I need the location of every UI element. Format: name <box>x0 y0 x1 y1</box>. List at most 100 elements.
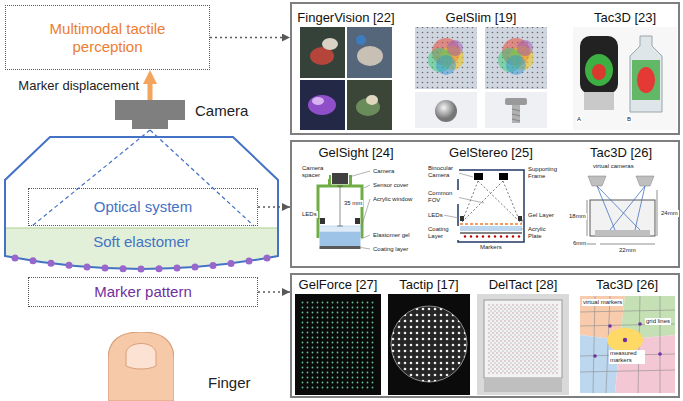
part-label: Binocular Camera <box>427 165 459 179</box>
part-label: LEDs <box>427 212 444 219</box>
image-caption: DelTact [28] <box>489 277 558 292</box>
gelsight-schematic <box>337 226 343 227</box>
tac3d-schematic <box>597 186 640 230</box>
tac3d-marker-map <box>580 296 675 393</box>
tac3d-schematic <box>586 176 657 244</box>
reference-arrow <box>210 37 290 39</box>
tac3d-photo <box>637 67 655 93</box>
finger-skin <box>108 332 174 401</box>
tac3d-photo <box>573 27 677 130</box>
gelslim-photo <box>485 92 547 128</box>
gelslim-photo <box>436 55 456 75</box>
gelslim-photo <box>517 40 533 56</box>
marker-dot <box>228 260 235 267</box>
deltact-photo <box>488 304 558 374</box>
image-caption: Tac3D [26] <box>590 145 652 160</box>
fingervision-photo <box>300 27 345 78</box>
gelslim-photo <box>506 55 526 75</box>
tac3d-schematic <box>597 186 615 230</box>
tactip-photo <box>391 306 467 382</box>
example-panel: FingerVision [22]GelSlim [19]Tac3D [23] <box>290 2 680 135</box>
deltact-photo <box>484 300 562 378</box>
part-label: Coating Layer <box>427 226 459 240</box>
gelstereo-schematic <box>506 235 508 237</box>
marker-dot <box>66 262 73 269</box>
gelslim-photo <box>485 27 547 89</box>
part-label: grid lines <box>645 318 671 325</box>
output-box: Multimodal tactile perception <box>5 5 210 70</box>
marker-dot <box>174 265 181 272</box>
gelstereo-schematic <box>470 235 472 237</box>
tactip-photo <box>391 306 467 382</box>
tac3d-schematic <box>636 176 654 186</box>
marker-dot <box>48 260 55 267</box>
tac3d-photo <box>580 36 618 94</box>
node-label: Finger <box>208 374 251 391</box>
gelstereo-schematic <box>518 216 522 221</box>
part-label: Acrylic window <box>372 196 413 203</box>
gelstereo-schematic <box>488 235 490 237</box>
gelstereo-schematic <box>503 181 520 222</box>
sensor-housing <box>5 228 278 229</box>
image-caption: Tac3D [26] <box>596 277 658 292</box>
gelslim-photo <box>512 119 520 121</box>
fingervision-photo <box>347 80 392 130</box>
part-label: 18mm <box>568 213 587 220</box>
sensor-image: DelTact [28] <box>477 294 569 395</box>
gelstereo-schematic <box>464 235 466 237</box>
tac3d-marker-map <box>580 310 675 312</box>
tac3d-photo <box>592 64 606 80</box>
gelslim-photo <box>505 98 527 105</box>
gelsight-schematic <box>364 185 370 188</box>
marker-dot <box>102 265 109 272</box>
gelsight-schematic <box>320 226 361 232</box>
gelstereo-schematic <box>512 235 514 237</box>
gelstereo-schematic <box>460 216 464 221</box>
deltact-photo <box>477 294 569 395</box>
marker-dot <box>12 254 19 261</box>
part-label: 6mm <box>572 240 587 247</box>
part-label: Markers <box>479 244 503 251</box>
gelstereo-schematic <box>521 229 525 230</box>
tac3d-marker-map <box>593 296 595 393</box>
part-label: A <box>576 116 582 123</box>
tac3d-schematic <box>586 244 596 245</box>
node-label: Camera <box>195 102 248 119</box>
tac3d-schematic <box>657 190 658 236</box>
tac3d-photo <box>573 27 677 130</box>
image-caption: GelForce [27] <box>299 277 378 292</box>
tac3d-marker-map <box>658 352 662 356</box>
gelsight-schematic <box>320 232 361 246</box>
gelsight-schematic <box>318 186 362 238</box>
fingervision-photo <box>322 38 338 50</box>
finger-outline <box>108 332 174 401</box>
example-panel: GelForce [27]Tactip [17]DelTact [28]Tac3… <box>290 273 680 398</box>
tactip-photo <box>388 294 470 395</box>
image-caption: Tac3D [23] <box>594 10 656 25</box>
camera-lens <box>132 120 168 129</box>
gelstereo-schematic <box>443 215 459 218</box>
gelslim-photo <box>512 109 520 111</box>
signal-arrow <box>148 80 153 100</box>
gelstereo-schematic <box>460 223 522 225</box>
gelstereo-schematic <box>521 215 525 224</box>
tac3d-photo <box>632 60 660 100</box>
gelstereo-schematic <box>482 235 484 237</box>
gelsight-schematic <box>332 173 348 184</box>
tac3d-marker-map <box>593 354 597 358</box>
fingervision-photo <box>347 27 392 78</box>
fingervision-photo <box>356 35 366 45</box>
part-label: 35 mm <box>343 200 363 207</box>
gelstereo-schematic <box>458 170 524 242</box>
part-label: Acrylic Plate <box>527 226 557 240</box>
sensor-image: GelSlim [19] <box>415 27 547 130</box>
tac3d-marker-map <box>578 294 676 395</box>
deltact-photo <box>484 378 562 392</box>
gelsight-schematic <box>337 186 343 187</box>
gelslim-photo <box>415 27 547 128</box>
finger-shape: Finger <box>108 332 174 401</box>
tac3d-marker-map <box>578 294 676 395</box>
marker-dot <box>120 265 127 272</box>
sensor-image: GelForce [27] <box>295 294 381 395</box>
